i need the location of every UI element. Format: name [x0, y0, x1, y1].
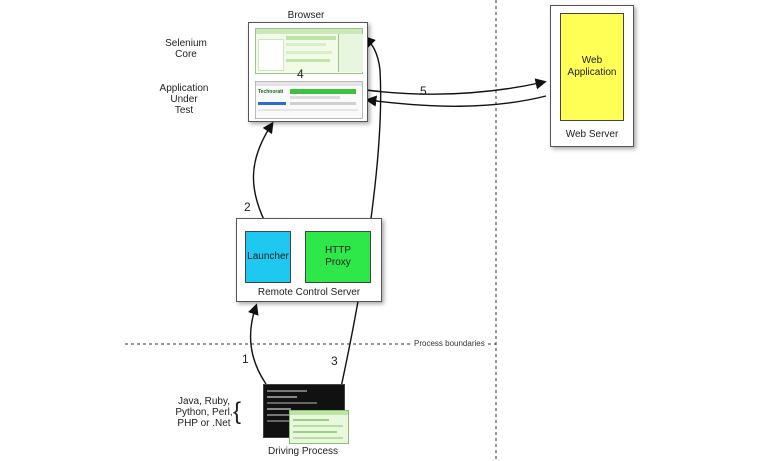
aut-logo: Technorati — [258, 89, 284, 95]
browser-box: Technorati — [248, 22, 368, 122]
step-2-label: 2 — [244, 200, 251, 214]
web-server-label: Web Server — [565, 129, 619, 140]
arrow-step-5-back — [365, 95, 547, 107]
launcher-box: Launcher — [245, 231, 291, 283]
step-1-label: 1 — [242, 352, 249, 366]
test-results-screenshot — [289, 410, 349, 444]
brace-glyph: { — [233, 398, 242, 425]
languages-label: Java, Ruby, Python, Perl, PHP or .Net — [175, 396, 233, 429]
arrow-step-5-out — [365, 78, 547, 95]
driving-process-label: Driving Process — [267, 446, 339, 457]
step-3-label: 3 — [331, 354, 338, 368]
step-5-label: 5 — [420, 84, 427, 98]
selenium-core-label: Selenium Core — [165, 38, 207, 60]
aut-label: Application Under Test — [159, 83, 209, 116]
http-proxy-box: HTTP Proxy — [305, 231, 371, 283]
arrow-step-3 — [339, 36, 382, 393]
web-application-box: Web Application — [560, 13, 624, 121]
browser-title: Browser — [287, 10, 325, 21]
selenium-core-screenshot — [255, 28, 363, 74]
aut-screenshot: Technorati — [255, 81, 363, 119]
web-server-box: Web Application Web Server — [550, 5, 634, 147]
arrow-step-2 — [252, 121, 274, 229]
arrow-step-1 — [247, 303, 267, 385]
rc-server-box: Launcher HTTP Proxy Remote Control Serve… — [236, 218, 382, 302]
process-boundaries-label: Process boundaries — [414, 339, 485, 348]
step-4-label: 4 — [297, 67, 304, 81]
rc-server-label: Remote Control Server — [257, 287, 361, 298]
